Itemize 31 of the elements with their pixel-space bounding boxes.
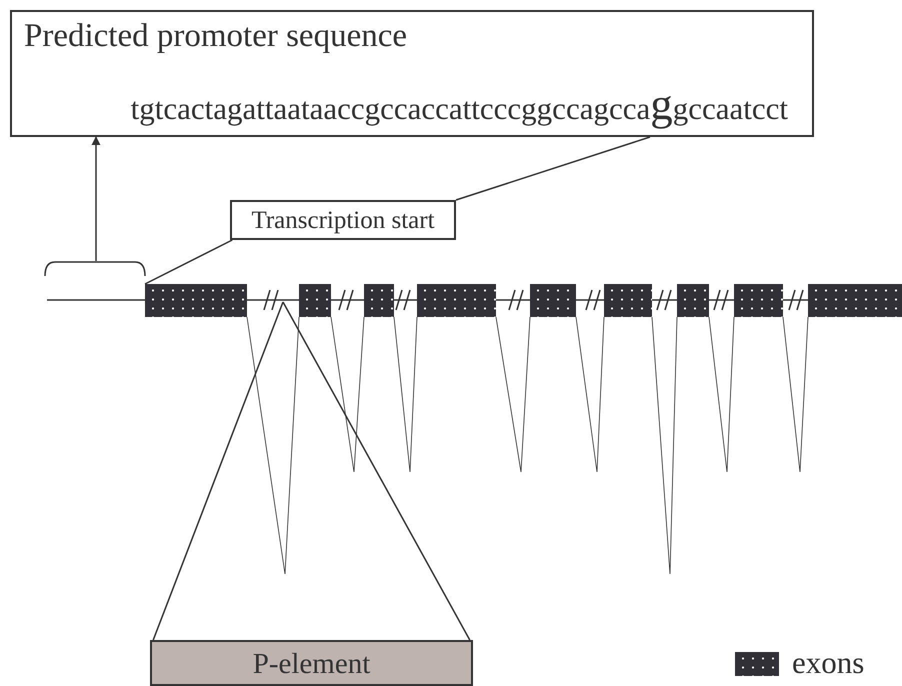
splice-line [330,316,364,472]
leader-line [144,239,233,285]
sequence-text: tgtcactagattaataaccgccaccattcccggccagccaggccaatcct [130,82,788,127]
exon-bar [604,284,652,317]
leader-line [456,136,650,201]
splice-line [496,316,530,472]
splice-line [576,316,604,472]
exon-bar [677,284,709,317]
bracket [44,261,146,276]
leader-line [282,302,470,640]
splice-line [708,316,734,472]
splice-line [246,316,300,574]
exon-bar [808,284,902,317]
exon-bar [417,284,496,317]
exon-bar [530,284,576,317]
splice-line [394,316,418,472]
insert-box [150,640,473,686]
callout-box [230,200,456,240]
arrow [92,136,100,261]
splice-line [782,316,808,472]
exon-bar [364,284,394,317]
label-text: P-element [252,650,372,679]
exon-bar [299,284,331,317]
box-heading: Predicted promoter sequence [24,20,408,53]
sequence-box [10,10,814,137]
leader-line [152,302,284,640]
label-text: Transcription start [250,208,436,233]
legend-label: exons [792,647,864,678]
splice-line [652,316,678,574]
exon-bar [145,284,247,317]
exon-bar [734,284,783,317]
